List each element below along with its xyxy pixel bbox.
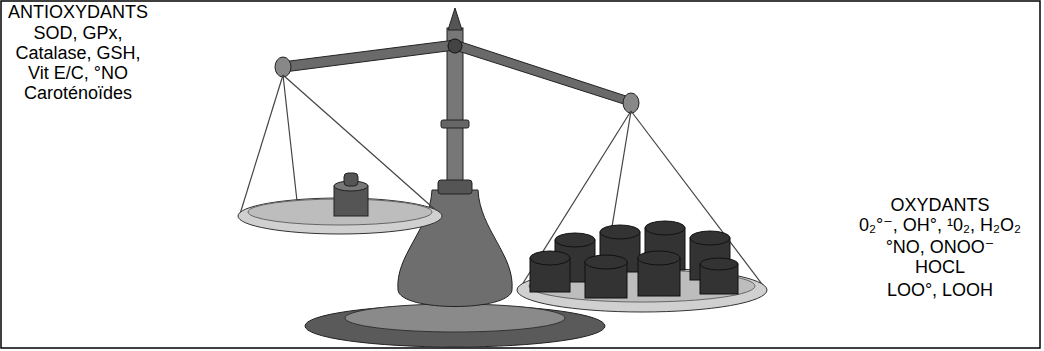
weights-group — [530, 221, 738, 298]
weight-top — [555, 233, 595, 247]
species-label: 0₂°⁻, OH°, ¹0₂, H₂O₂ — [859, 215, 1021, 235]
string — [520, 111, 631, 288]
species-label: °NO, ONOO⁻ — [886, 237, 995, 257]
species-label: LOO°, LOOH — [887, 280, 993, 300]
scale-beam — [282, 40, 632, 106]
column-collar — [438, 180, 472, 194]
scale-base-top — [345, 304, 565, 332]
weight-knob — [344, 173, 358, 186]
string — [240, 75, 283, 214]
left-hanger — [275, 57, 291, 77]
string — [631, 111, 765, 288]
column-ring — [441, 120, 469, 128]
column-finial — [448, 8, 462, 30]
left-strings — [240, 75, 440, 228]
group-heading: ANTIOXYDANTS — [8, 2, 148, 22]
weight-top — [600, 225, 640, 239]
weight-top — [645, 221, 685, 235]
weight-top — [700, 258, 738, 270]
weight-top — [585, 255, 627, 269]
weight-top — [638, 251, 680, 265]
species-label: HOCL — [915, 257, 965, 277]
weight-top — [690, 231, 730, 245]
species-label: Caroténoïdes — [24, 83, 132, 103]
scale-base — [305, 305, 605, 347]
weight-top — [530, 251, 570, 265]
species-label: Vit E/C, °NO — [28, 63, 128, 83]
scale-column — [447, 28, 463, 193]
species-label: SOD, GPx, — [33, 23, 122, 43]
right-hanger — [623, 93, 639, 113]
beam-pivot — [448, 39, 462, 53]
right-strings — [520, 111, 765, 300]
species-label: Catalase, GSH, — [15, 43, 140, 63]
group-heading: OXYDANTS — [890, 195, 989, 215]
